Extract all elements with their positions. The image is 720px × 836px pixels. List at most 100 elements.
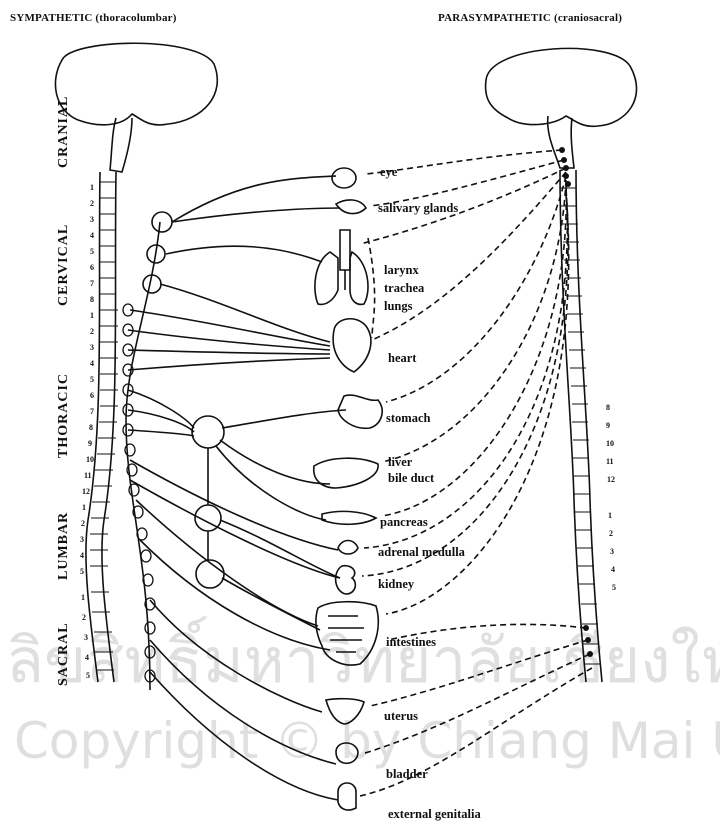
right-lung-shape bbox=[350, 252, 368, 304]
left-vertebra-number: 2 bbox=[82, 614, 86, 622]
label-uterus: uterus bbox=[384, 710, 418, 723]
salivary-gland-shape bbox=[336, 200, 366, 214]
left-vertebra-number: 4 bbox=[90, 232, 94, 240]
bladder-shape bbox=[336, 743, 358, 763]
right-vertebra-number: 1 bbox=[608, 512, 612, 520]
left-vertebra-number: 8 bbox=[90, 296, 94, 304]
label-stomach: stomach bbox=[386, 412, 430, 425]
heart-shape bbox=[333, 319, 371, 372]
chain-to-genitalia bbox=[150, 672, 338, 800]
celiac-ganglion bbox=[192, 416, 224, 448]
sympathetic-to-celiac-1 bbox=[128, 390, 194, 428]
left-vertebra-number: 3 bbox=[90, 344, 94, 352]
left-vertebra-number: 4 bbox=[90, 360, 94, 368]
intestines-shape bbox=[316, 602, 378, 665]
right-vertebra-number: 3 bbox=[610, 548, 614, 556]
left-vertebra-number: 10 bbox=[86, 456, 94, 464]
superior-cervical-ganglion bbox=[152, 212, 172, 232]
left-vertebra-number: 8 bbox=[89, 424, 93, 432]
left-vertebra-number: 1 bbox=[90, 184, 94, 192]
right-vertebra-number: 5 bbox=[612, 584, 616, 592]
region-cranial: CRANIAL bbox=[56, 96, 72, 168]
region-thoracic: THORACIC bbox=[56, 373, 72, 458]
label-heart: heart bbox=[388, 352, 416, 365]
left-vertebra-number: 2 bbox=[90, 200, 94, 208]
uterus-shape bbox=[326, 699, 364, 724]
celiac-to-pancreas bbox=[216, 446, 326, 520]
label-eye: eye bbox=[380, 166, 397, 179]
left-brainstem bbox=[110, 118, 132, 172]
label-external-genitalia: external genitalia bbox=[388, 808, 481, 821]
label-kidney: kidney bbox=[378, 578, 414, 591]
region-lumbar: LUMBAR bbox=[56, 512, 72, 580]
sympathetic-to-celiac-2 bbox=[128, 410, 194, 432]
left-vertebra-number: 1 bbox=[81, 594, 85, 602]
left-vertebra-number: 5 bbox=[90, 248, 94, 256]
left-vertebra-number: 1 bbox=[82, 504, 86, 512]
left-vertebra-number: 11 bbox=[84, 472, 92, 480]
label-bladder: bladder bbox=[386, 768, 428, 781]
region-sacral: SACRAL bbox=[56, 622, 72, 686]
celiac-to-liver bbox=[220, 440, 330, 484]
left-vertebra-number: 1 bbox=[90, 312, 94, 320]
chain-to-intestines-2 bbox=[140, 540, 330, 650]
left-vertebra-number: 3 bbox=[90, 216, 94, 224]
celiac-to-stomach bbox=[222, 410, 346, 428]
right-vertebra-number: 9 bbox=[606, 422, 610, 430]
inferior-mesenteric-ganglion bbox=[196, 560, 224, 588]
larynx-trachea-shape bbox=[340, 230, 350, 290]
sympathetic-to-heart-5 bbox=[128, 358, 330, 370]
left-vertebra-number: 6 bbox=[90, 392, 94, 400]
sympathetic-to-heart-2 bbox=[130, 310, 330, 346]
ganglion-to-kidney bbox=[220, 520, 340, 578]
eye-shape bbox=[332, 168, 356, 188]
right-vertebra-number: 8 bbox=[606, 404, 610, 412]
sympathetic-to-eye bbox=[172, 176, 336, 222]
right-vertebra-number: 4 bbox=[611, 566, 615, 574]
left-vertebra-number: 9 bbox=[88, 440, 92, 448]
right-brain-outline bbox=[486, 48, 637, 126]
right-vertebra-number: 2 bbox=[609, 530, 613, 538]
para-sacral-to-uterus bbox=[370, 640, 588, 706]
right-vertebra-number: 12 bbox=[607, 476, 615, 484]
adrenal-shape bbox=[338, 541, 358, 555]
left-vertebra-number: 2 bbox=[81, 520, 85, 528]
left-vertebra-number: 4 bbox=[85, 654, 89, 662]
label-liver: liver bbox=[388, 456, 412, 469]
label-salivary-glands: salivary glands bbox=[378, 202, 458, 215]
pancreas-shape bbox=[322, 511, 376, 524]
left-vertebra-number: 2 bbox=[90, 328, 94, 336]
label-larynx: larynx bbox=[384, 264, 419, 277]
sympathetic-to-celiac-3 bbox=[128, 430, 194, 436]
label-intestines: intestines bbox=[386, 636, 436, 649]
genitalia-shape bbox=[338, 783, 356, 810]
label-bile-duct: bile duct bbox=[388, 472, 434, 485]
left-vertebra-number: 4 bbox=[80, 552, 84, 560]
right-vertebra-number: 11 bbox=[606, 458, 614, 466]
left-vertebra-number: 5 bbox=[86, 672, 90, 680]
left-vertebra-number: 7 bbox=[90, 408, 94, 416]
label-adrenal-medulla: adrenal medulla bbox=[378, 546, 465, 559]
sympathetic-to-heart-1 bbox=[160, 284, 330, 342]
sympathetic-chain-ganglia bbox=[123, 304, 155, 682]
left-vertebra-number: 3 bbox=[84, 634, 88, 642]
para-sacral-to-bladder bbox=[362, 654, 590, 754]
sympathetic-to-salivary bbox=[172, 208, 340, 222]
sympathetic-to-heart-4 bbox=[128, 350, 330, 354]
chain-to-adrenal bbox=[130, 460, 338, 550]
chain-to-intestines-1 bbox=[136, 500, 318, 626]
para-to-heart-branch bbox=[368, 238, 375, 338]
kidney-shape bbox=[336, 566, 356, 594]
label-trachea: trachea bbox=[384, 282, 424, 295]
left-vertebra-number: 5 bbox=[90, 376, 94, 384]
sympathetic-to-lungs bbox=[166, 246, 322, 262]
left-vertebra-number: 7 bbox=[90, 280, 94, 288]
left-vertebra-number: 12 bbox=[82, 488, 90, 496]
label-pancreas: pancreas bbox=[380, 516, 428, 529]
label-lungs: lungs bbox=[384, 300, 413, 313]
left-vertebra-number: 3 bbox=[80, 536, 84, 544]
stomach-shape bbox=[338, 395, 382, 428]
right-vertebra-number: 10 bbox=[606, 440, 614, 448]
